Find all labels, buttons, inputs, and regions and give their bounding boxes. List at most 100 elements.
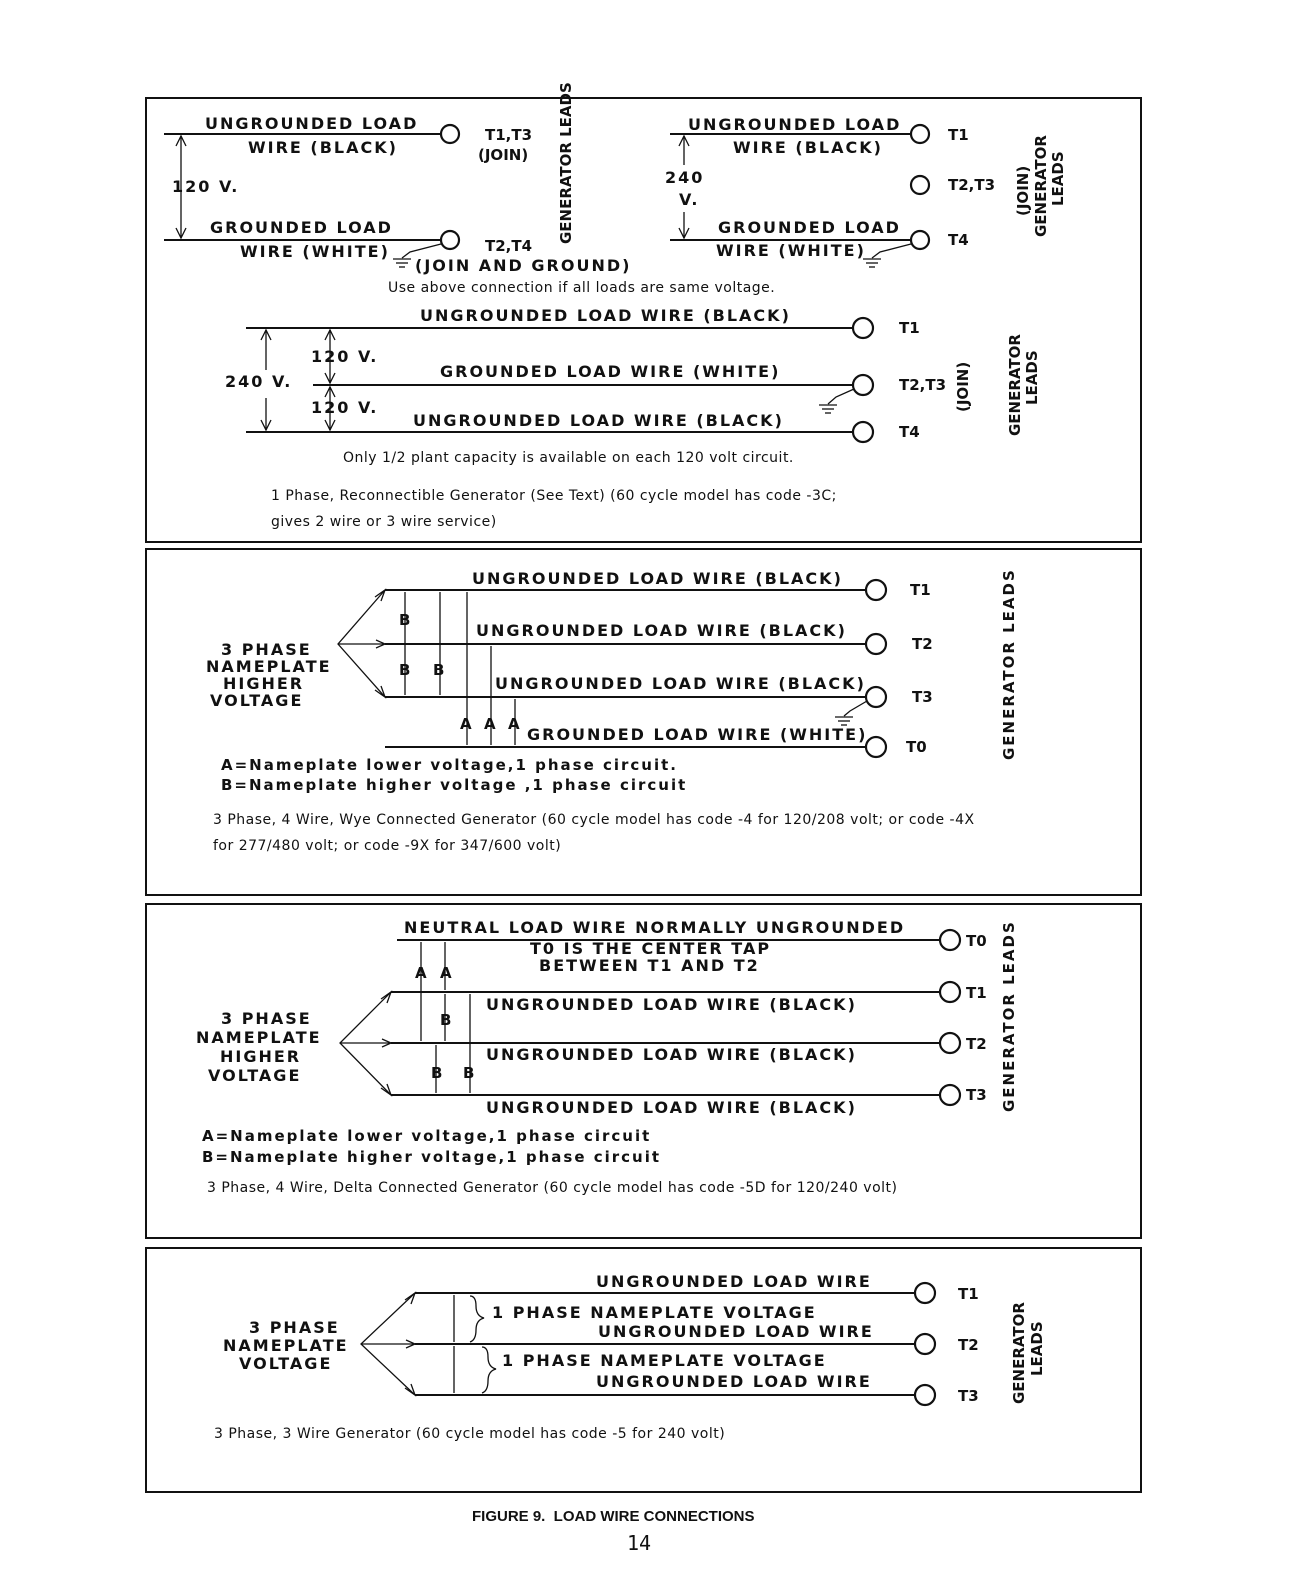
voltage-label: 120 V. xyxy=(311,398,378,417)
marker-a-label: A xyxy=(460,715,472,733)
terminal-label: T0 xyxy=(966,932,987,950)
source-label: VOLTAGE xyxy=(239,1354,332,1373)
terminal-circle-icon xyxy=(938,980,962,1004)
marker-b-label: B xyxy=(463,1064,474,1082)
diagram-wye-four-wire: UNGROUNDED LOAD WIRE (BLACK) UNGROUNDED … xyxy=(206,568,1018,760)
terminal-circle-icon xyxy=(938,1083,962,1107)
terminal-label: T1 xyxy=(910,581,931,599)
marker-a-label: A xyxy=(508,715,520,733)
join-label: (JOIN) xyxy=(1014,166,1032,216)
diagram-240v-two-wire: UNGROUNDED LOAD WIRE (BLACK) 240 V. T1 T… xyxy=(665,115,1067,268)
page-number: 14 xyxy=(627,1531,651,1555)
join-label: (JOIN) xyxy=(478,146,528,164)
diagram-120-240v-three-wire: UNGROUNDED LOAD WIRE (BLACK) GROUNDED LO… xyxy=(225,306,1041,444)
arrow-right-icon xyxy=(404,1291,417,1305)
arrow-down-icon xyxy=(260,419,272,432)
terminal-label: T1 xyxy=(966,984,987,1002)
center-tap-label: BETWEEN T1 AND T2 xyxy=(539,956,760,975)
wire-label: WIRE (WHITE) xyxy=(240,242,390,261)
phase-voltage-label: 1 PHASE NAMEPLATE VOLTAGE xyxy=(492,1303,817,1322)
wire-label: UNGROUNDED LOAD WIRE (BLACK) xyxy=(413,411,784,430)
voltage-label: 120 V. xyxy=(172,177,239,196)
panel-caption: for 277/480 volt; or code -9X for 347/60… xyxy=(213,838,561,854)
diagram-delta-four-wire: NEUTRAL LOAD WIRE NORMALLY UNGROUNDED T0… xyxy=(196,918,1018,1117)
legend-a: A=Nameplate lower voltage,1 phase circui… xyxy=(221,756,678,774)
arrow-right-icon xyxy=(374,685,387,699)
terminal-circle-icon xyxy=(913,1383,937,1407)
terminal-circle-icon xyxy=(913,1332,937,1356)
brace-icon xyxy=(469,1295,485,1343)
wire-label: UNGROUNDED LOAD WIRE (BLACK) xyxy=(486,995,857,1014)
arrow-right-icon xyxy=(374,588,387,602)
ground-lead-line xyxy=(401,243,442,259)
panel-delta-connected xyxy=(145,903,1142,1239)
source-label: NAMEPLATE xyxy=(223,1336,349,1355)
voltage-label: 240 xyxy=(665,168,704,187)
terminal-label: T2,T3 xyxy=(899,376,946,394)
diagram-120v-two-wire: UNGROUNDED LOAD WIRE (BLACK) 120 V. T1,T… xyxy=(164,82,629,275)
terminal-circle-icon xyxy=(851,420,875,444)
wire-label: UNGROUNDED LOAD WIRE xyxy=(596,1272,872,1291)
voltage-label: 120 V. xyxy=(311,347,378,366)
wire-label: UNGROUNDED LOAD WIRE (BLACK) xyxy=(472,569,843,588)
generator-leads-label: LEADS xyxy=(1023,350,1041,405)
figure-caption: FIGURE 9. LOAD WIRE CONNECTIONS xyxy=(472,1508,755,1525)
terminal-label: T1 xyxy=(899,319,920,337)
terminal-label: T2 xyxy=(912,635,933,653)
wire-label: WIRE (WHITE) xyxy=(716,241,866,260)
arrow-down-icon xyxy=(324,419,336,432)
terminal-circle-icon xyxy=(864,735,888,759)
legend-b: B=Nameplate higher voltage ,1 phase circ… xyxy=(221,776,687,794)
wire-label: UNGROUNDED LOAD WIRE (BLACK) xyxy=(495,674,866,693)
source-label: VOLTAGE xyxy=(208,1066,301,1085)
marker-a-label: A xyxy=(440,964,452,982)
panel-caption: 3 Phase, 4 Wire, Delta Connected Generat… xyxy=(207,1180,898,1196)
generator-leads-label: GENERATOR xyxy=(1010,1302,1028,1404)
panel-wye-connected xyxy=(145,548,1142,896)
terminal-label: T4 xyxy=(899,423,920,441)
legend-b: B=Nameplate higher voltage,1 phase circu… xyxy=(202,1148,661,1166)
wire-label: GROUNDED LOAD WIRE (WHITE) xyxy=(440,362,780,381)
wire-label: UNGROUNDED LOAD xyxy=(205,114,418,133)
terminal-label: T2,T4 xyxy=(485,237,532,255)
terminal-circle-icon xyxy=(938,1031,962,1055)
wire-label: UNGROUNDED LOAD WIRE (BLACK) xyxy=(486,1098,857,1117)
arrow-down-icon xyxy=(175,227,187,240)
arrow-up-icon xyxy=(260,328,272,341)
marker-a-label: A xyxy=(415,964,427,982)
marker-b-label: B xyxy=(433,661,444,679)
diagram-three-wire: UNGROUNDED LOAD WIRE 1 PHASE NAMEPLATE V… xyxy=(223,1272,1046,1407)
arrow-up-icon xyxy=(324,328,336,341)
terminal-circle-icon xyxy=(439,229,461,251)
terminal-circle-icon xyxy=(864,685,888,709)
source-label: 3 PHASE xyxy=(221,1009,312,1028)
terminal-label: T2 xyxy=(958,1336,979,1354)
wire-label: GROUNDED LOAD WIRE (WHITE) xyxy=(527,725,867,744)
arrow-right-icon xyxy=(405,1339,417,1349)
terminal-circle-icon xyxy=(851,316,875,340)
voltage-label: V. xyxy=(679,190,699,209)
terminal-circle-icon xyxy=(913,1281,937,1305)
source-label: VOLTAGE xyxy=(210,691,303,710)
terminal-circle-icon xyxy=(938,928,962,952)
ground-lead-line xyxy=(871,243,912,259)
arrow-right-icon xyxy=(381,1038,393,1048)
wire-label: UNGROUNDED LOAD xyxy=(688,115,901,134)
marker-b-label: B xyxy=(399,661,410,679)
wire-label: WIRE (BLACK) xyxy=(248,138,398,157)
arrow-down-icon xyxy=(678,227,690,240)
generator-leads-label: LEADS xyxy=(1049,151,1067,206)
center-tap-label: T0 IS THE CENTER TAP xyxy=(530,939,771,958)
marker-b-label: B xyxy=(431,1064,442,1082)
ground-lead-line xyxy=(827,388,855,405)
arrow-up-icon xyxy=(175,134,187,147)
wire-label: UNGROUNDED LOAD WIRE (BLACK) xyxy=(420,306,791,325)
arrow-right-icon xyxy=(375,639,387,649)
source-label: NAMEPLATE xyxy=(196,1028,322,1047)
phase-voltage-label: 1 PHASE NAMEPLATE VOLTAGE xyxy=(502,1351,827,1370)
panel-caption: gives 2 wire or 3 wire service) xyxy=(271,514,497,530)
panel-caption: 3 Phase, 3 Wire Generator (60 cycle mode… xyxy=(214,1426,725,1442)
panel-caption: 1 Phase, Reconnectible Generator (See Te… xyxy=(271,488,837,504)
wire-label: GROUNDED LOAD xyxy=(718,218,901,237)
